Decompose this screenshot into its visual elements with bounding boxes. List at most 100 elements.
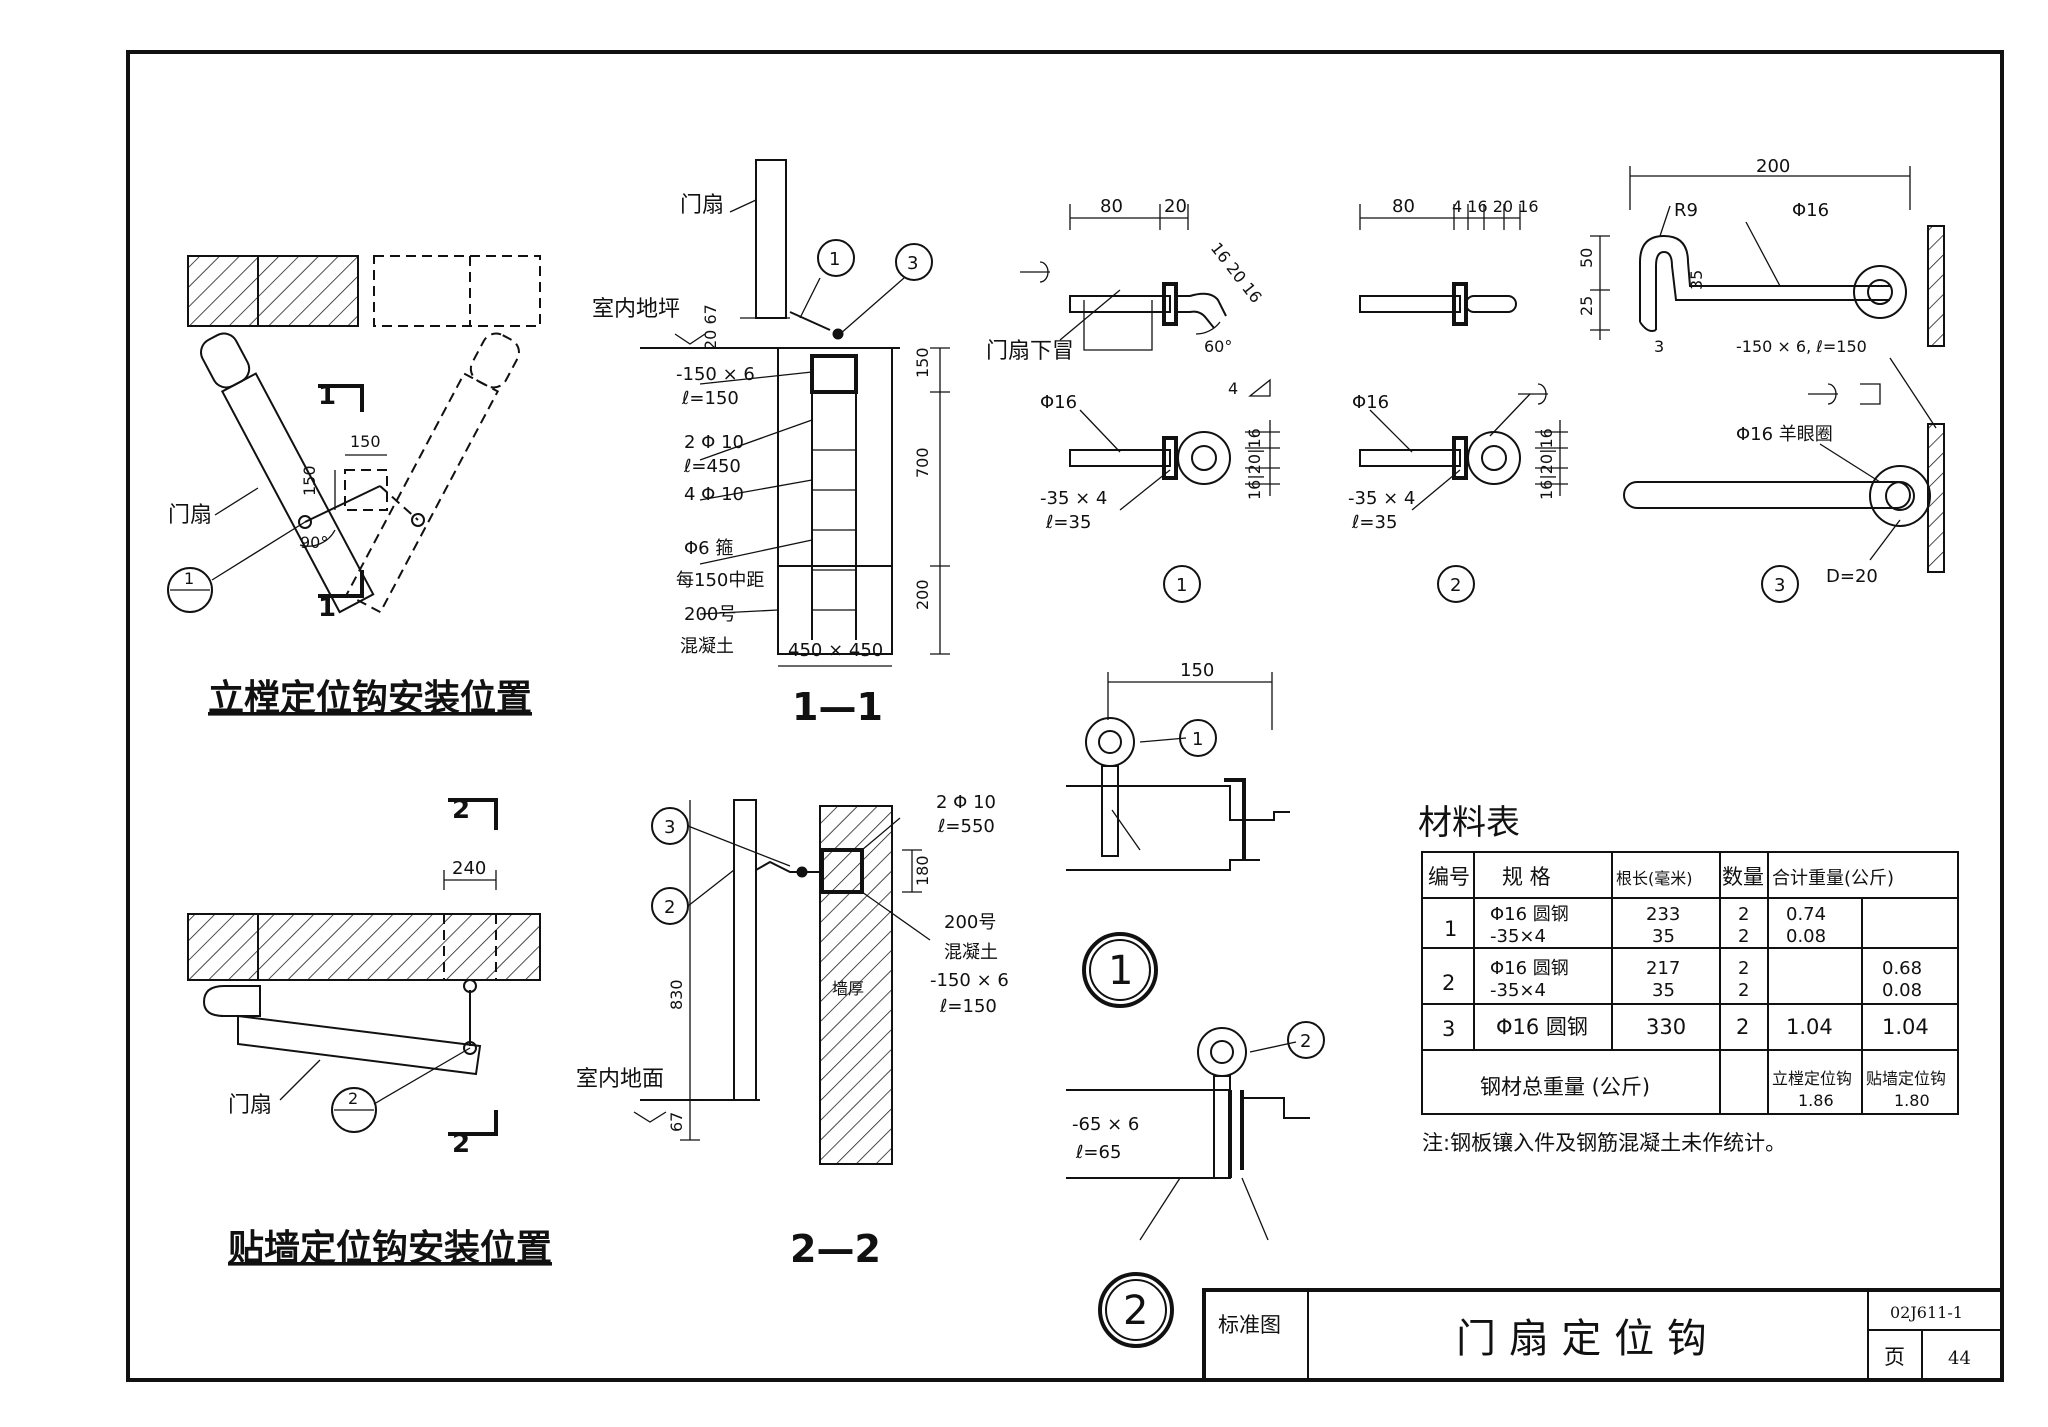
detail-1-views [1020, 204, 1280, 603]
title-block-page: 44 [1948, 1348, 1971, 1369]
label-l150-b: ℓ=150 [939, 996, 997, 1017]
label-2d10-b: 2 Φ 10 [936, 792, 996, 813]
total-col2-label: 贴墙定位钩 [1866, 1069, 1946, 1088]
row2-w2-a: 0.68 [1882, 958, 1922, 979]
label-l35-b: ℓ=35 [1351, 512, 1397, 533]
label-plate-150x6: -150 × 6 [676, 364, 755, 385]
marker-3-sec2: 3 [664, 817, 675, 838]
label-door-cap: 门扇下冒 [986, 339, 1074, 364]
label-35x4-a: -35 × 4 [1040, 488, 1107, 509]
marker-1-big: 1 [1192, 729, 1203, 750]
total-col1-label: 立樘定位钩 [1772, 1069, 1852, 1088]
row3-w2-a: 1.04 [1882, 1015, 1929, 1039]
table-header-weight: 合计重量(公斤) [1772, 868, 1894, 889]
row2-spec-a: Φ16 圆钢 [1490, 958, 1569, 979]
dim-240: 240 [452, 858, 486, 879]
table-note: 注:钢板镶入件及钢筋混凝土未作统计。 [1422, 1131, 1786, 1155]
label-plate-b: -150 × 6 [930, 970, 1009, 991]
big-detail-2 [1066, 1021, 1325, 1348]
label-l65: ℓ=65 [1075, 1142, 1121, 1163]
row1-w1-a: 0.74 [1786, 904, 1826, 925]
dim-150-sec: 150 [913, 347, 932, 378]
dim-3: 3 [1654, 337, 1664, 356]
title-vertical-install: 立樘定位钩安装位置 [208, 678, 532, 719]
row1-spec-a: Φ16 圆钢 [1490, 904, 1569, 925]
label-d20: D=20 [1826, 566, 1878, 587]
marker-3-sec: 3 [907, 253, 918, 274]
row3-len-a: 330 [1646, 1015, 1686, 1039]
label-indoor-floor: 室内地面 [576, 1067, 664, 1092]
row2-spec-b: -35×4 [1490, 980, 1546, 1001]
label-concrete: 混凝土 [680, 636, 734, 657]
label-d16-c: Φ16 [1792, 200, 1829, 221]
label-35x4-b: -35 × 4 [1348, 488, 1415, 509]
dim-20-67: 20 67 [701, 304, 720, 350]
label-l450: ℓ=450 [683, 456, 741, 477]
weld-4: 4 [1228, 379, 1238, 398]
angle-90: 90° [300, 533, 328, 552]
row2-qty-b: 2 [1738, 980, 1749, 1001]
label-wall-thickness: 墙厚 [832, 979, 864, 998]
dim-80-b: 80 [1392, 196, 1415, 217]
dim-50: 50 [1577, 248, 1596, 268]
label-plate-c: -150 × 6, ℓ=150 [1736, 337, 1867, 356]
dim-150-bottom: 150 [1180, 660, 1214, 681]
row1-len-a: 233 [1646, 904, 1680, 925]
dim-700-sec: 700 [913, 447, 932, 478]
total-label: 钢材总重量 (公斤) [1480, 1075, 1650, 1099]
row1-w1-b: 0.08 [1786, 926, 1826, 947]
total-col2-value: 1.80 [1894, 1091, 1930, 1110]
marker-2-big: 2 [1300, 1031, 1311, 1052]
marker-1-sec: 1 [829, 249, 840, 270]
big-detail-number-1: 1 [1108, 948, 1133, 994]
label-r9: R9 [1674, 200, 1698, 221]
dim-80-a: 80 [1100, 196, 1123, 217]
label-65x6: -65 × 6 [1072, 1114, 1139, 1135]
label-stirrup: Φ6 箍 [684, 538, 733, 559]
total-col1-value: 1.86 [1798, 1091, 1834, 1110]
view-marker-2: 2 [1450, 575, 1461, 596]
label-2d10: 2 Φ 10 [684, 432, 744, 453]
row3-no: 3 [1442, 1017, 1455, 1041]
row1-qty-a: 2 [1738, 904, 1749, 925]
plan-vertical-frame [167, 255, 541, 614]
title-block-page-label: 页 [1884, 1345, 1905, 1369]
label-door-leaf-2: 门扇 [228, 1093, 272, 1118]
big-detail-number-2: 2 [1123, 1288, 1148, 1334]
title-block [1202, 1288, 2004, 1382]
title-block-code: 02J611-1 [1890, 1303, 1963, 1322]
marker-2-sec2: 2 [664, 897, 675, 918]
dim-16-20-16-v-b: 16|20|16 [1537, 428, 1556, 500]
row2-no: 2 [1442, 971, 1455, 995]
row3-qty-a: 2 [1736, 1015, 1749, 1039]
angle-60: 60° [1204, 337, 1232, 356]
label-spacing: 每150中距 [676, 570, 764, 591]
row3-w1-a: 1.04 [1786, 1015, 1833, 1039]
label-floor-base: 室内地坪 [592, 297, 680, 322]
section-mark-1-top: 1 [318, 381, 336, 411]
row2-qty-a: 2 [1738, 958, 1749, 979]
label-4d10: 4 Φ 10 [684, 484, 744, 505]
dim-20-a: 20 [1164, 196, 1187, 217]
dim-16-20-16-v-a: 16|20|16 [1245, 428, 1264, 500]
big-detail-1 [1066, 672, 1290, 1008]
section-2-2 [633, 799, 931, 1165]
title-section-2-2: 2—2 [790, 1227, 881, 1271]
dim-830: 830 [667, 979, 686, 1010]
row1-len-b: 35 [1652, 926, 1675, 947]
label-l150: ℓ=150 [681, 388, 739, 409]
detail-3-views [1590, 166, 1945, 603]
title-wall-install: 贴墙定位钩安装位置 [228, 1228, 552, 1269]
row3-spec-a: Φ16 圆钢 [1496, 1015, 1588, 1039]
row1-qty-b: 2 [1738, 926, 1749, 947]
label-door-leaf-1: 门扇 [168, 503, 212, 528]
label-l35-a: ℓ=35 [1045, 512, 1091, 533]
label-concrete-b: 混凝土 [944, 942, 998, 963]
row1-spec-b: -35×4 [1490, 926, 1546, 947]
title-block-name: 门 扇 定 位 钩 [1456, 1316, 1707, 1362]
detail-2-views [1359, 204, 1568, 603]
section-mark-2-top: 2 [452, 795, 470, 825]
dim-4-16-20-16: 4 16 20 16 [1452, 197, 1539, 216]
material-table [1421, 851, 1959, 1115]
